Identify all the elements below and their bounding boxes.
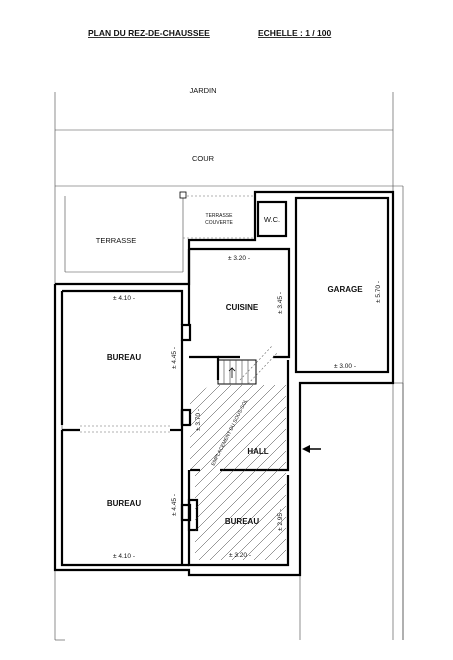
dim-bureau-bottom-side: ± 4.45 - bbox=[171, 494, 178, 516]
hatch-line bbox=[190, 385, 193, 560]
dim-hall-side: ± 3.70 - bbox=[195, 409, 202, 431]
dim-bureau-small-bottom: ± 3.20 - bbox=[229, 552, 251, 559]
interior-walls bbox=[60, 247, 291, 567]
hatch-line bbox=[190, 385, 286, 560]
dim-bureau-bottom-bottom: ± 4.10 - bbox=[113, 553, 135, 560]
hatch-line bbox=[287, 380, 453, 560]
hatch-line bbox=[242, 385, 286, 560]
hatch-line bbox=[375, 380, 453, 560]
hatch-line bbox=[320, 380, 453, 560]
hatch-line bbox=[364, 380, 453, 560]
hatch-line bbox=[190, 385, 286, 560]
dim-bureau-top-top: ± 4.10 - bbox=[113, 295, 135, 302]
dim-bureau-small-side: ± 2.95 - bbox=[277, 509, 284, 531]
hatch-line bbox=[190, 385, 226, 560]
hatch-line bbox=[190, 385, 286, 560]
dim-bureau-top-side: ± 4.45 - bbox=[171, 347, 178, 369]
hatch-line bbox=[190, 385, 286, 560]
label-bureau-small: BUREAU bbox=[225, 517, 259, 526]
hatch-line bbox=[0, 380, 170, 560]
label-cuisine: CUISINE bbox=[226, 303, 259, 312]
hatch-line bbox=[190, 385, 270, 560]
hatch-line bbox=[190, 385, 281, 560]
hatch-line bbox=[209, 385, 286, 560]
plan-scale: ECHELLE : 1 / 100 bbox=[258, 28, 331, 38]
dim-garage-side: ± 5.70 - bbox=[375, 281, 382, 303]
hatch-line bbox=[190, 385, 259, 560]
hatch-line bbox=[275, 385, 286, 560]
label-terrasse: TERRASSE bbox=[96, 236, 136, 245]
dim-cuisine-side: ± 3.45 - bbox=[277, 292, 284, 314]
hatch-line bbox=[220, 385, 286, 560]
dim-garage-bottom: ± 3.00 - bbox=[334, 363, 356, 370]
hatch-line bbox=[190, 385, 237, 560]
label-terrasse-couverte-2: COUVERTE bbox=[205, 220, 233, 226]
hatch-line bbox=[298, 380, 453, 560]
covered-terrace-outline bbox=[179, 191, 255, 239]
hatch-line bbox=[342, 380, 453, 560]
label-terrasse-couverte-1: TERRASSE bbox=[206, 213, 234, 219]
arrow-left-icon bbox=[302, 445, 321, 453]
hatch-line bbox=[309, 380, 453, 560]
label-wc: W.C. bbox=[264, 215, 280, 224]
basement-hatch bbox=[0, 380, 453, 560]
staircase bbox=[217, 345, 279, 385]
hatch-line bbox=[190, 385, 286, 560]
label-garage: GARAGE bbox=[327, 285, 363, 294]
hatch-line bbox=[190, 385, 286, 560]
hatch-line bbox=[264, 385, 286, 560]
hatch-line bbox=[198, 385, 286, 560]
hatch-line bbox=[190, 385, 286, 560]
hatch-line bbox=[386, 380, 453, 560]
dim-cuisine-top: ± 3.20 - bbox=[228, 255, 250, 262]
label-bureau-top: BUREAU bbox=[107, 353, 141, 362]
label-cour: COUR bbox=[192, 154, 215, 163]
hatch-line bbox=[331, 380, 453, 560]
hatch-line bbox=[190, 385, 204, 560]
plan-title: PLAN DU REZ-DE-CHAUSSEE bbox=[88, 28, 210, 38]
label-bureau-bottom: BUREAU bbox=[107, 499, 141, 508]
hatch-line bbox=[253, 385, 286, 560]
hatch-line bbox=[190, 385, 286, 560]
hatch-line bbox=[1, 380, 181, 560]
hatch-line bbox=[231, 385, 286, 560]
label-hall: HALL bbox=[247, 447, 268, 456]
label-jardin: JARDIN bbox=[189, 86, 216, 95]
hatch-line bbox=[190, 385, 248, 560]
